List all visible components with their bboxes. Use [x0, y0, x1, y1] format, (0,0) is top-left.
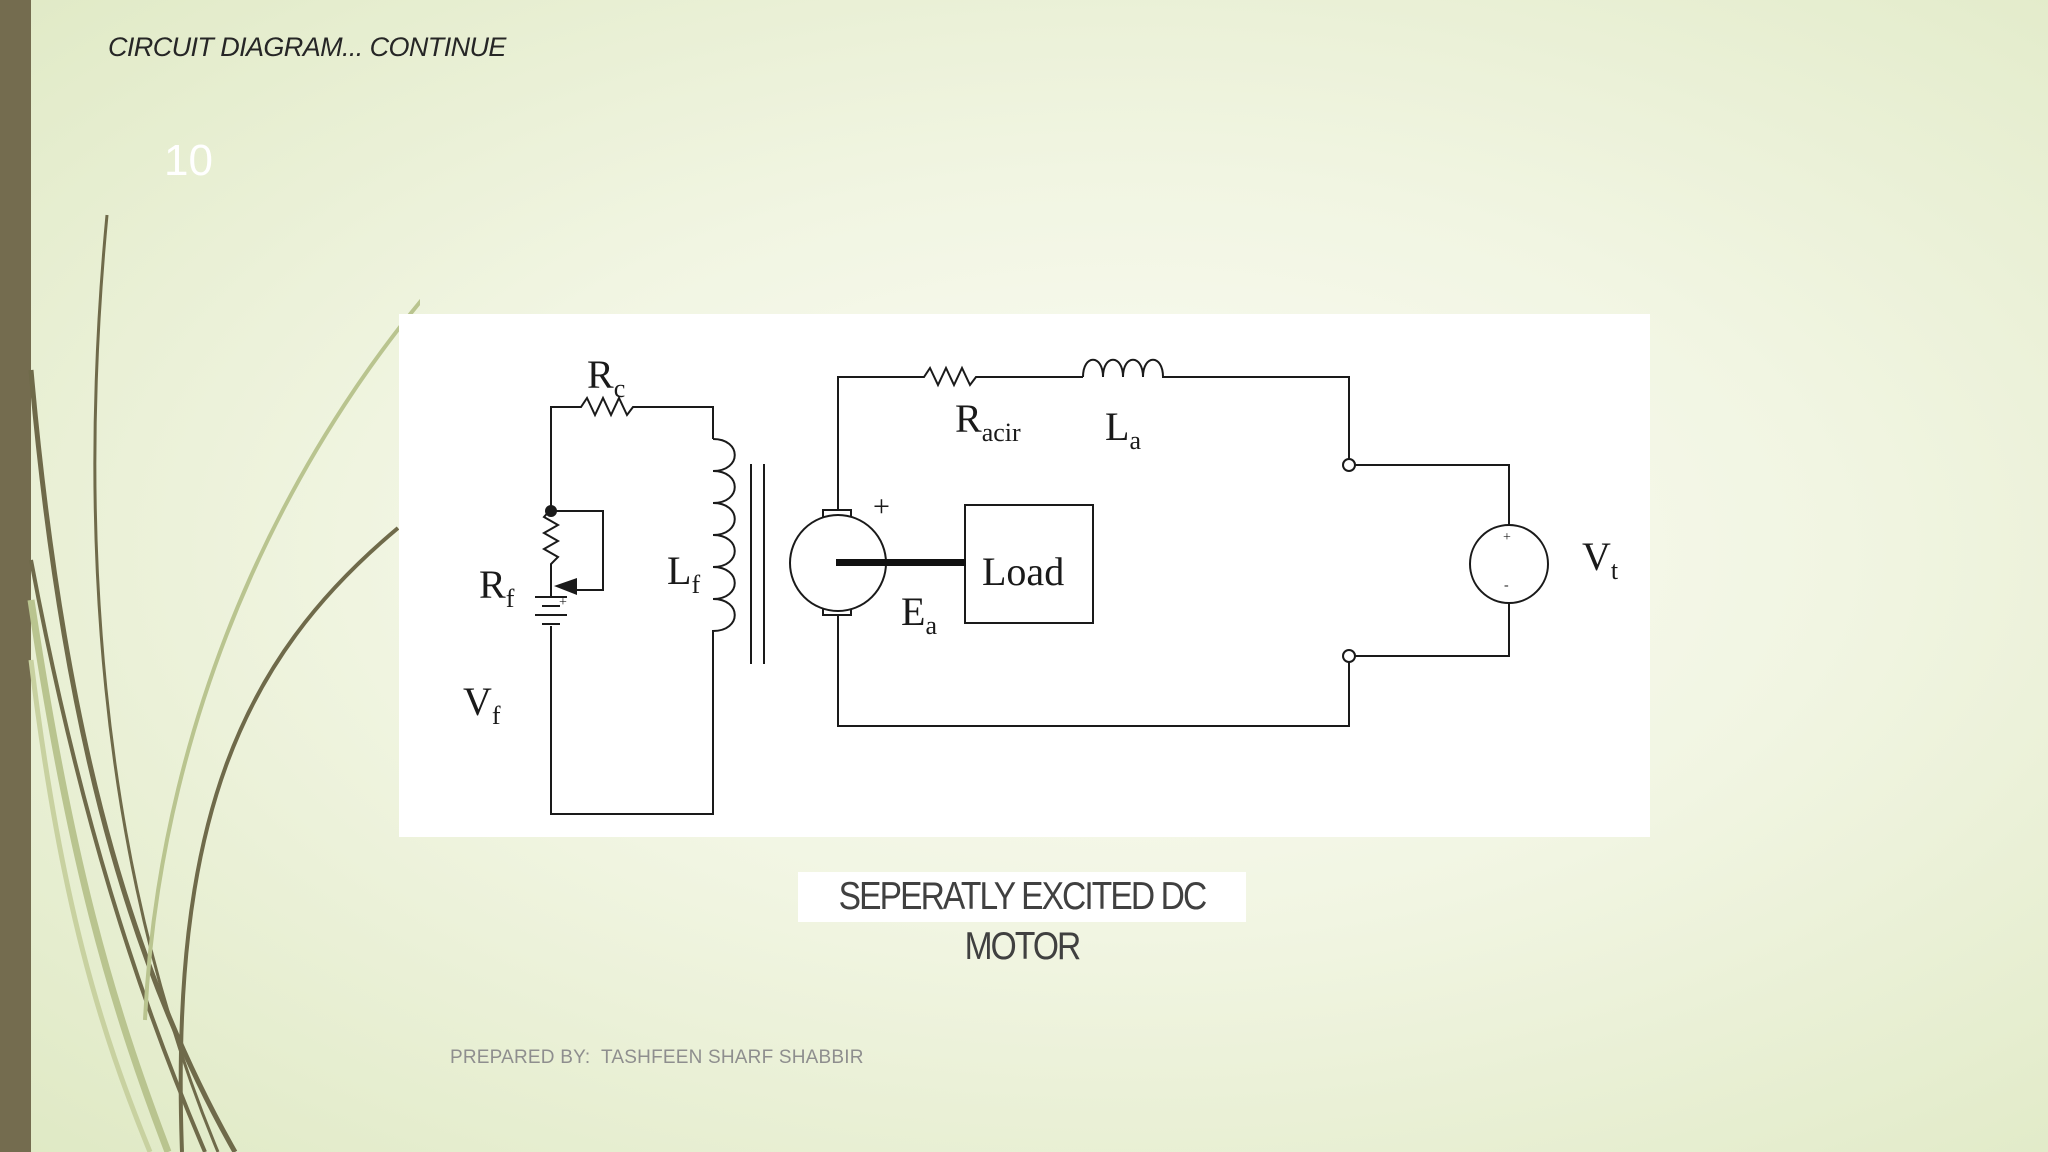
circuit-diagram: + - + Rc Rf Lf Vf Racir La Ea Vt + Load — [399, 314, 1650, 837]
vt-sub: t — [1611, 556, 1619, 585]
label-la: La — [1105, 404, 1141, 455]
footer-prefix: PREPARED BY: — [450, 1047, 601, 1068]
svg-text:Vt: Vt — [1582, 534, 1619, 585]
rf-sub: f — [506, 584, 515, 613]
load-label: Load — [982, 549, 1064, 594]
rf-main: R — [479, 562, 506, 607]
footer-author: TASHFEEN SHARF SHABBIR — [601, 1047, 864, 1068]
svg-text:Rf: Rf — [479, 562, 515, 613]
label-vf: Vf — [463, 679, 501, 730]
ea-main: E — [901, 589, 925, 634]
rc-sub: c — [614, 374, 626, 403]
svg-text:-: - — [1504, 578, 1509, 593]
lf-main: L — [667, 548, 691, 593]
slide-title: CIRCUIT DIAGRAM... CONTINUE — [108, 32, 506, 62]
la-main: L — [1105, 404, 1129, 449]
svg-text:Vf: Vf — [463, 679, 501, 730]
diagram-caption: SEPERATLY EXCITED DC MOTOR — [838, 875, 1208, 968]
svg-text:Lf: Lf — [667, 548, 700, 599]
vf-sub: f — [492, 701, 501, 730]
svg-text:Racir: Racir — [955, 396, 1021, 447]
racir-sub: acir — [982, 418, 1021, 447]
label-racir: Racir — [955, 396, 1021, 447]
ea-sub: a — [925, 611, 937, 640]
vt-main: V — [1582, 534, 1611, 579]
racir-main: R — [955, 396, 982, 441]
vf-main: V — [463, 679, 492, 724]
armature-plus-sign: + — [873, 490, 890, 523]
svg-text:La: La — [1105, 404, 1141, 455]
la-sub: a — [1129, 426, 1141, 455]
svg-text:Ea: Ea — [901, 589, 937, 640]
rc-main: R — [587, 352, 614, 397]
diagram-caption-box: SEPERATLY EXCITED DC MOTOR — [798, 872, 1246, 968]
label-lf: Lf — [667, 548, 700, 599]
label-ea: Ea — [901, 589, 937, 640]
label-rf: Rf — [479, 562, 515, 613]
svg-text:Rc: Rc — [587, 352, 625, 403]
footer-credit: PREPARED BY: TASHFEEN SHARF SHABBIR — [450, 1047, 864, 1069]
left-accent-bar — [0, 0, 31, 1152]
label-rc: Rc — [587, 352, 625, 403]
label-vt: Vt — [1582, 534, 1619, 585]
decorative-swooshes — [27, 214, 420, 1152]
lf-sub: f — [691, 570, 700, 599]
slide-number: 10 — [164, 136, 213, 185]
svg-text:+: + — [1503, 530, 1511, 545]
svg-text:+: + — [559, 595, 567, 610]
